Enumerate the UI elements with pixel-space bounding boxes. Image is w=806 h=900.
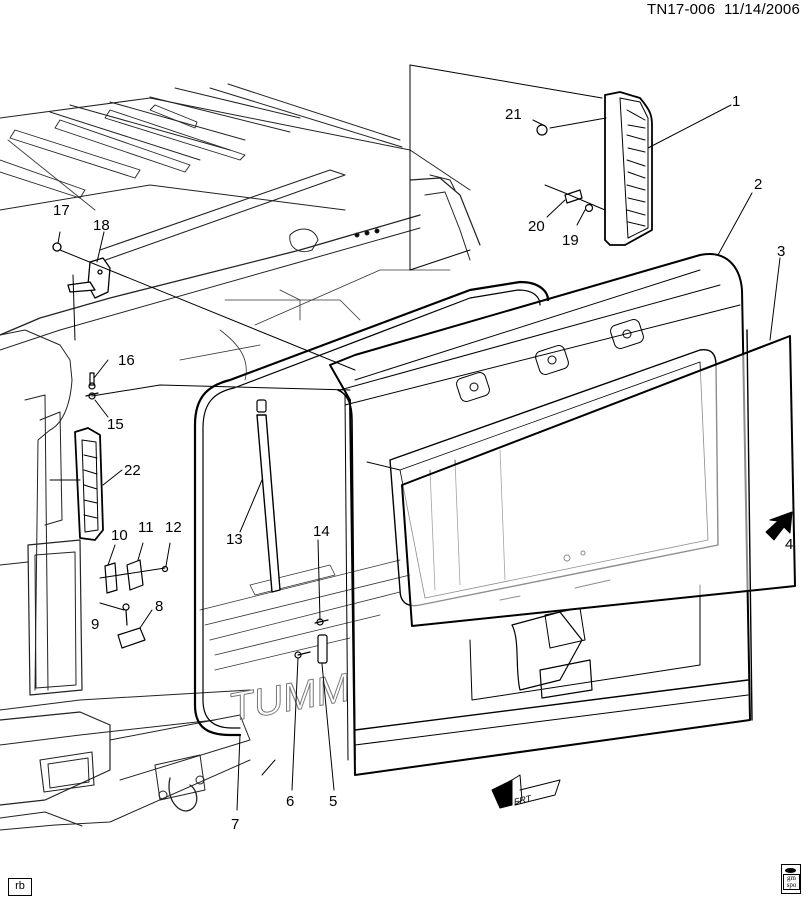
rb-badge: rb	[8, 878, 32, 896]
logo-oval-icon	[785, 868, 796, 873]
diagram-id: TN17-006	[646, 1, 716, 18]
cargo-area	[179, 269, 451, 671]
gas-strut	[256, 399, 281, 593]
callout-15: 15	[107, 416, 124, 433]
rear-bumper	[0, 711, 251, 831]
vehicle-roof	[0, 83, 481, 351]
callout-7: 7	[231, 816, 240, 833]
callout-19: 19	[562, 232, 579, 249]
callout-18: 18	[93, 217, 110, 234]
view-arrow-item4	[765, 511, 793, 541]
callout-3: 3	[777, 243, 786, 260]
callout-6: 6	[286, 793, 295, 810]
callout-12: 12	[165, 519, 182, 536]
callout-1: 1	[732, 93, 741, 110]
callout-17: 17	[53, 202, 70, 219]
callout-14: 14	[313, 523, 330, 540]
callout-22: 22	[124, 462, 141, 479]
embossed-lettering: TUMM	[230, 665, 350, 731]
liftgate-glass	[401, 329, 796, 721]
diagram-date: 11/14/2006	[724, 1, 800, 18]
small-fasteners	[85, 124, 594, 664]
gm-spo-logo: gm spo	[781, 864, 801, 894]
leader-lines	[49, 64, 781, 811]
callout-9: 9	[91, 616, 100, 633]
front-direction-indicator	[491, 774, 561, 809]
side-marker-lamp	[74, 427, 104, 541]
callout-4: 4	[785, 536, 794, 553]
callout-21: 21	[505, 106, 522, 123]
callout-5: 5	[329, 793, 338, 810]
callout-13: 13	[226, 531, 243, 548]
callout-11: 11	[138, 519, 154, 536]
callout-2: 2	[754, 176, 763, 193]
mount-pads	[456, 319, 644, 402]
callout-10: 10	[111, 527, 128, 544]
callout-20: 20	[528, 218, 545, 235]
diagram-header: TN17-006 11/14/2006	[647, 1, 800, 18]
logo-text: gm spo	[783, 874, 800, 890]
liftgate-hinge	[52, 242, 111, 299]
callout-16: 16	[118, 352, 135, 369]
callout-8: 8	[155, 598, 164, 615]
tail-lamp	[604, 91, 653, 246]
vehicle-left-side	[0, 329, 251, 711]
